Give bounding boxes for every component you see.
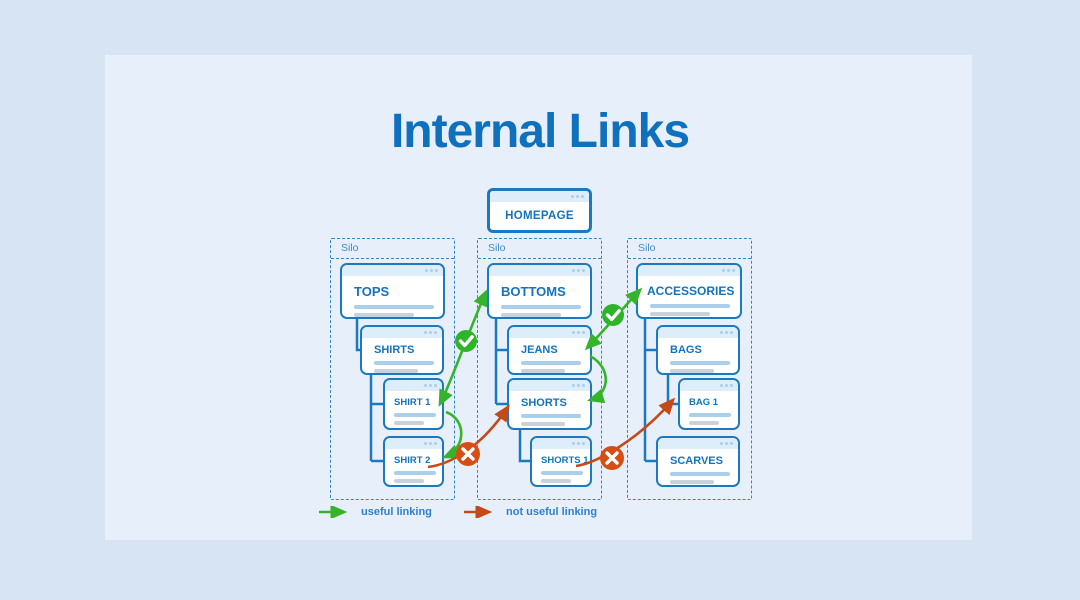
card-label: HOMEPAGE bbox=[505, 210, 574, 222]
page-card-scarves: SCARVES bbox=[656, 436, 740, 487]
page-card-accessories: ACCESSORIES bbox=[636, 263, 742, 319]
page-card-shirts: SHIRTS bbox=[360, 325, 444, 375]
page-card-shorts-1: SHORTS 1 bbox=[530, 436, 592, 487]
window-dots-icon bbox=[424, 331, 437, 334]
page-card-bag-1: BAG 1 bbox=[678, 378, 740, 430]
page-card-jeans: JEANS bbox=[507, 325, 592, 375]
content-line bbox=[521, 414, 581, 418]
page-card-homepage: HOMEPAGE bbox=[487, 188, 592, 233]
content-line bbox=[541, 471, 583, 475]
content-line bbox=[501, 313, 561, 317]
card-titlebar bbox=[342, 265, 443, 276]
card-label: SHIRT 2 bbox=[394, 455, 431, 466]
content-line bbox=[354, 313, 414, 317]
content-line bbox=[650, 304, 730, 308]
silo-label: Silo bbox=[331, 239, 454, 259]
legend-not-useful: not useful linking bbox=[463, 503, 597, 521]
legend-useful-label: useful linking bbox=[361, 506, 432, 518]
card-label: BAG 1 bbox=[689, 397, 719, 408]
card-titlebar bbox=[489, 265, 590, 276]
content-line bbox=[670, 361, 730, 365]
page-card-bottoms: BOTTOMS bbox=[487, 263, 592, 319]
card-label: SHORTS 1 bbox=[541, 455, 589, 466]
content-line bbox=[689, 413, 731, 417]
card-titlebar bbox=[532, 438, 590, 449]
window-dots-icon bbox=[720, 384, 733, 387]
card-titlebar bbox=[658, 327, 738, 338]
page-card-shirt-1: SHIRT 1 bbox=[383, 378, 444, 430]
content-line bbox=[394, 471, 436, 475]
content-line bbox=[650, 312, 710, 316]
content-line bbox=[394, 421, 424, 425]
legend-not-useful-label: not useful linking bbox=[506, 506, 598, 518]
content-line bbox=[541, 479, 571, 483]
not-useful-arrow-icon bbox=[464, 506, 493, 518]
card-label: ACCESSORIES bbox=[647, 284, 735, 298]
content-line bbox=[501, 305, 581, 309]
window-dots-icon bbox=[425, 269, 438, 272]
window-dots-icon bbox=[572, 384, 585, 387]
content-line bbox=[394, 413, 436, 417]
content-line bbox=[374, 369, 418, 373]
card-label: SHORTS bbox=[521, 397, 567, 409]
page-card-shirt-2: SHIRT 2 bbox=[383, 436, 444, 487]
legend-useful: useful linking bbox=[318, 503, 432, 521]
card-titlebar bbox=[385, 380, 442, 391]
card-titlebar bbox=[362, 327, 442, 338]
window-dots-icon bbox=[720, 331, 733, 334]
card-titlebar bbox=[385, 438, 442, 449]
card-titlebar bbox=[658, 438, 738, 449]
silo-label: Silo bbox=[628, 239, 751, 259]
content-line bbox=[689, 421, 719, 425]
silo-label: Silo bbox=[478, 239, 601, 259]
card-label: JEANS bbox=[521, 344, 558, 356]
card-label: TOPS bbox=[354, 284, 390, 299]
silo-accessories: Silo bbox=[627, 238, 752, 500]
content-line bbox=[521, 369, 565, 373]
content-line bbox=[670, 369, 714, 373]
window-dots-icon bbox=[571, 195, 584, 198]
window-dots-icon bbox=[572, 442, 585, 445]
content-line bbox=[521, 361, 581, 365]
card-label: SHIRT 1 bbox=[394, 397, 431, 408]
card-label: BOTTOMS bbox=[501, 284, 566, 299]
window-dots-icon bbox=[424, 442, 437, 445]
content-line bbox=[670, 472, 730, 476]
content-line bbox=[354, 305, 434, 309]
content-line bbox=[670, 480, 714, 484]
page-card-tops: TOPS bbox=[340, 263, 445, 319]
page-card-shorts: SHORTS bbox=[507, 378, 592, 430]
window-dots-icon bbox=[572, 269, 585, 272]
page-card-bags: BAGS bbox=[656, 325, 740, 375]
card-titlebar bbox=[490, 191, 589, 202]
content-line bbox=[521, 422, 565, 426]
card-label: SHIRTS bbox=[374, 344, 415, 356]
card-titlebar bbox=[509, 380, 590, 391]
card-titlebar bbox=[680, 380, 738, 391]
card-label: SCARVES bbox=[670, 455, 723, 467]
window-dots-icon bbox=[722, 269, 735, 272]
content-line bbox=[374, 361, 434, 365]
page-title: Internal Links bbox=[390, 105, 690, 158]
window-dots-icon bbox=[572, 331, 585, 334]
card-titlebar bbox=[638, 265, 740, 276]
window-dots-icon bbox=[720, 442, 733, 445]
card-label: BAGS bbox=[670, 344, 702, 356]
card-titlebar bbox=[509, 327, 590, 338]
content-line bbox=[394, 479, 424, 483]
window-dots-icon bbox=[424, 384, 437, 387]
useful-arrow-icon bbox=[319, 506, 348, 518]
